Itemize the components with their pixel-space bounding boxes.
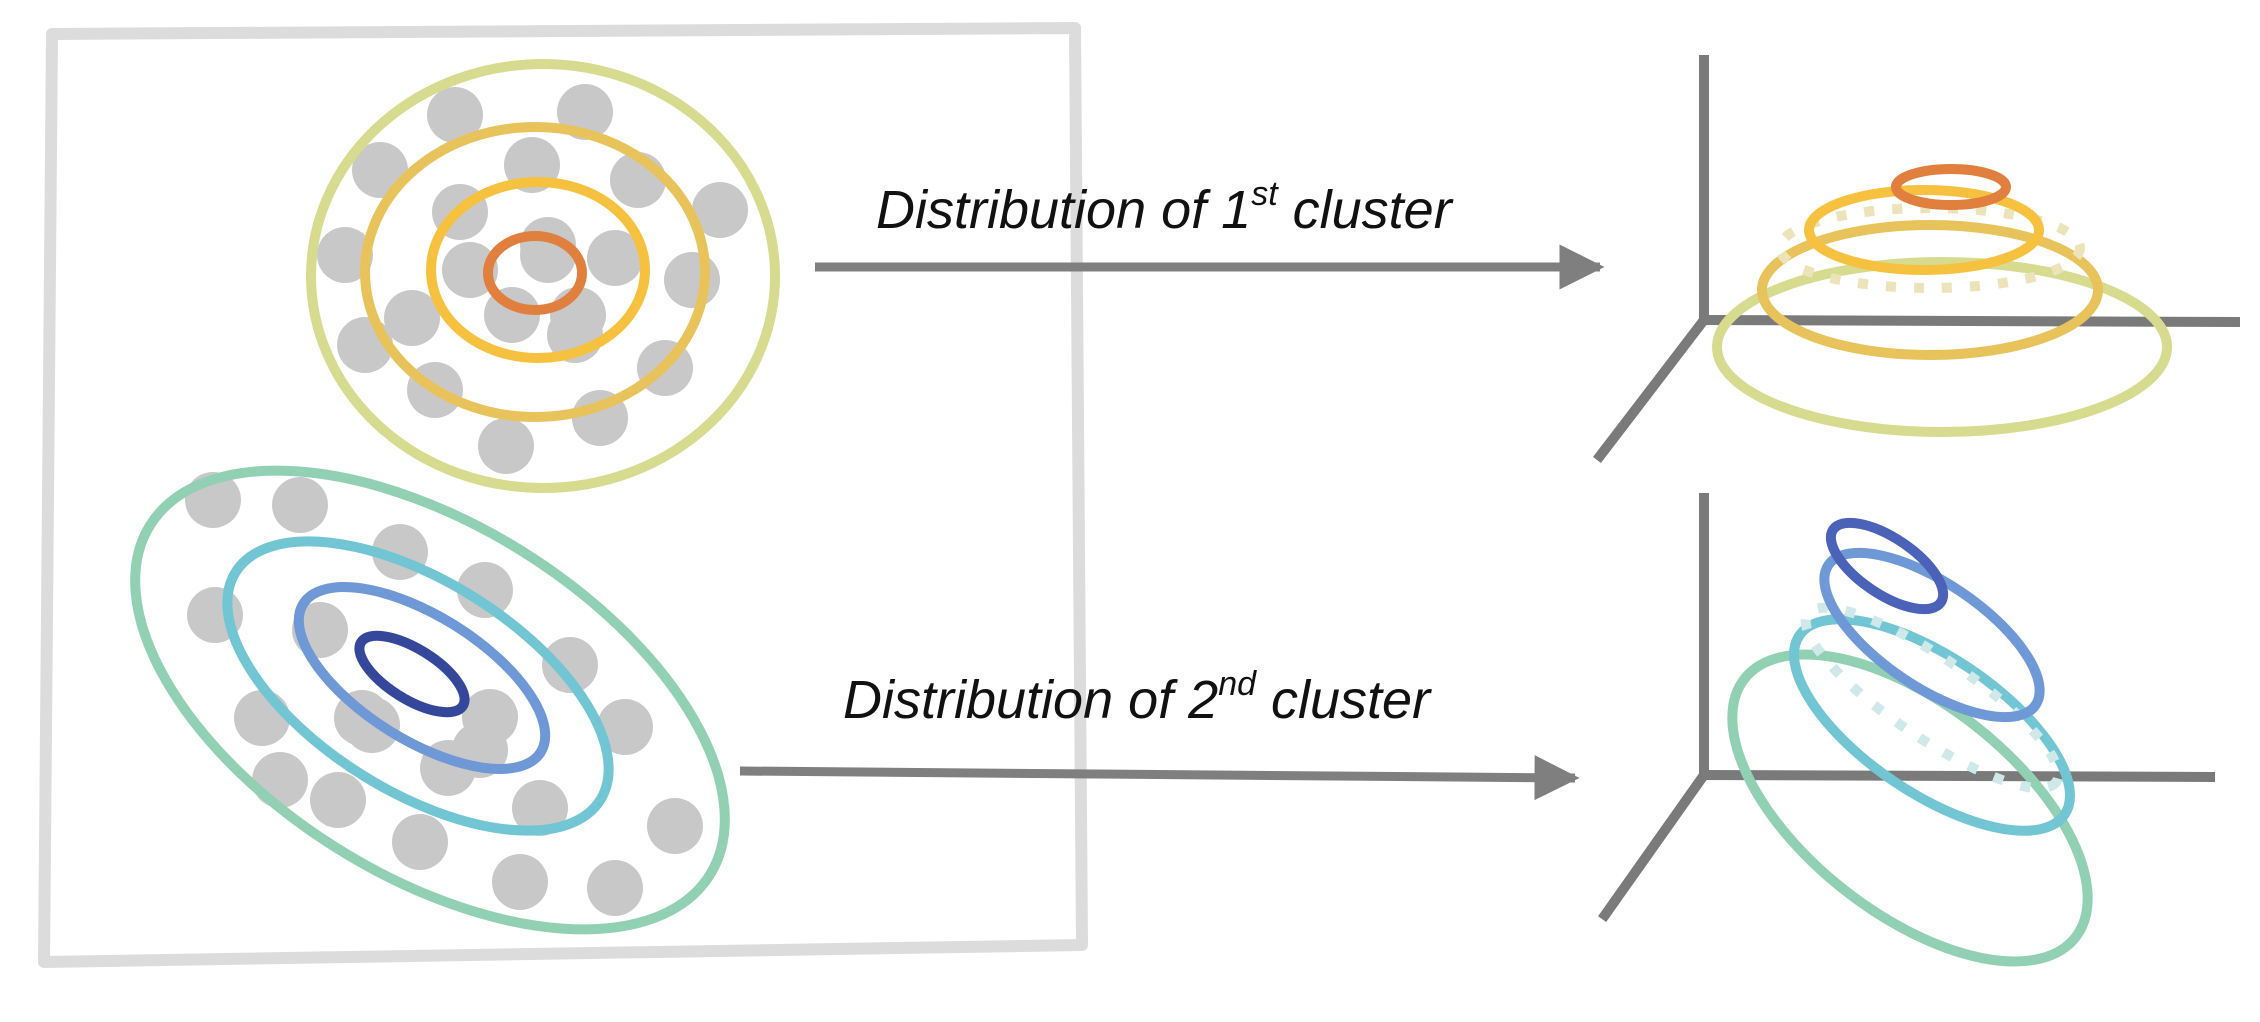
cluster-2-point [512, 780, 568, 836]
3d-2-ring-2-shadow [1800, 602, 2064, 794]
3d-2-ring-inner [1825, 517, 1949, 615]
3d-2-ring-2 [1789, 614, 2075, 836]
cluster-1-label-prefix: Distribution of 1 [876, 180, 1252, 240]
cluster-2-point [587, 860, 643, 916]
cluster-2-point [272, 477, 328, 533]
cluster-2-ring-inner [354, 630, 470, 718]
cluster-1-label-sup: st [1251, 175, 1278, 213]
cluster-1-label-suffix: cluster [1277, 180, 1452, 240]
3d-2-ring-outer [1727, 649, 2093, 967]
cluster-1-ring-outer [306, 59, 780, 493]
3d-1-ring-3 [1804, 185, 2044, 275]
cluster-1-point [664, 252, 720, 308]
3d-1-ring-2 [1757, 220, 2103, 360]
cluster-1-point [587, 230, 643, 286]
cluster-2-point [597, 699, 653, 755]
cluster-1-point [478, 418, 534, 474]
cluster-2-ring-outer [130, 465, 730, 935]
3d-axes-1 [1592, 55, 2241, 464]
arrow-cluster-2 [739, 755, 1580, 801]
cluster-2-point [457, 562, 513, 618]
3d-plot-cluster-2 [1598, 493, 2216, 967]
cluster-2-point [234, 690, 290, 746]
sample-space-frame [38, 22, 1088, 968]
cluster-1-contours [306, 59, 780, 493]
cluster-2-label-suffix: cluster [1256, 670, 1431, 730]
3d-axes-2 [1598, 493, 2216, 922]
cluster-1-ring-2 [360, 122, 710, 422]
3d-2-ring-3 [1819, 547, 2045, 723]
cluster-2-label-sup: nd [1218, 665, 1257, 703]
cluster-1-point [384, 290, 440, 346]
cluster-2-label: Distribution of 2nd cluster [843, 667, 1431, 730]
3d-plot-cluster-1 [1592, 55, 2241, 464]
cluster-2-point [492, 854, 548, 910]
cluster-1-point [427, 87, 483, 143]
cluster-1-label: Distribution of 1st cluster [876, 177, 1452, 240]
cluster-2-contours [130, 465, 730, 935]
cluster-2-label-prefix: Distribution of 2 [843, 670, 1219, 730]
cluster-2-point [252, 752, 308, 808]
3d-1-ring-inner [1891, 164, 2011, 210]
cluster-1-point [692, 182, 748, 238]
3d-1-ring-outer [1712, 257, 2172, 437]
cluster-1-ring-3 [426, 177, 650, 363]
cluster-2-point [542, 637, 598, 693]
cluster-2-ring-2 [222, 536, 614, 836]
cluster-2-point [647, 798, 703, 854]
cluster-1-point [317, 227, 373, 283]
cluster-1-point [442, 242, 498, 298]
cluster-1-ring-inner [483, 231, 587, 315]
cluster-2-point [392, 814, 448, 870]
cluster-2-point [310, 772, 366, 828]
cluster-2-ring-3 [293, 582, 551, 774]
